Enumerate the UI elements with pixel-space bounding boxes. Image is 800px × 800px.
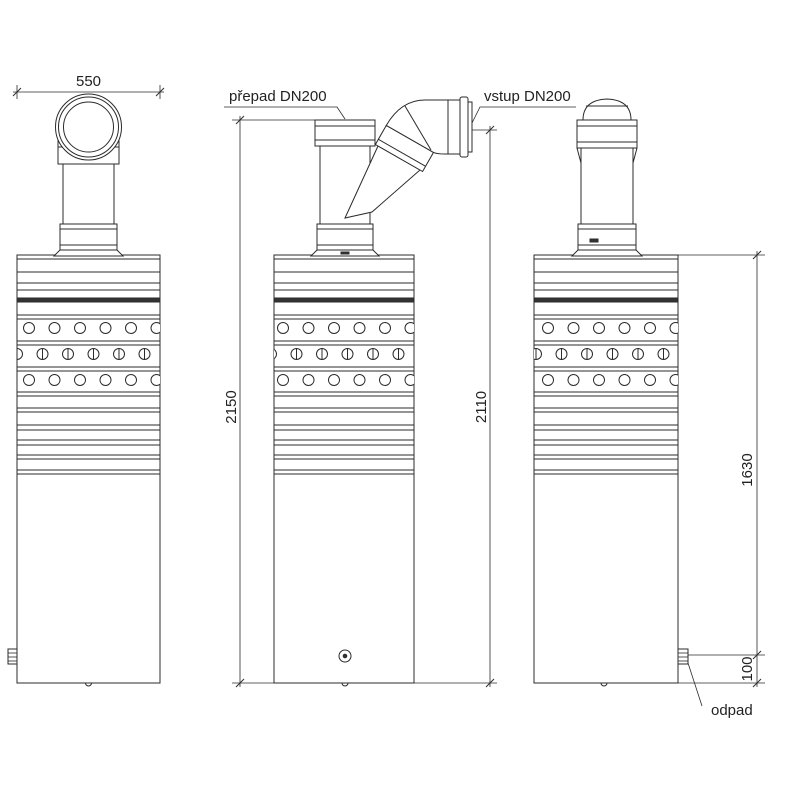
body-bands <box>17 258 160 475</box>
perforation-hole <box>48 374 61 386</box>
body-bands <box>534 258 678 475</box>
dark-band <box>534 297 678 303</box>
elbow-opening-rim <box>58 96 119 158</box>
perforation-hole <box>277 374 289 386</box>
dimension-tick <box>485 678 495 688</box>
perforation-hole <box>277 322 289 334</box>
outlet-leader-line <box>687 662 703 707</box>
flange-mark <box>340 251 350 255</box>
base-drain-mark <box>85 682 92 687</box>
inlet-end <box>467 101 473 153</box>
perforation-hole <box>150 374 160 386</box>
perforation-hole <box>274 348 277 360</box>
perforation-hole <box>302 374 315 386</box>
dimension-overflow-height-label: 2150 <box>223 390 240 423</box>
elbow-opening-outer <box>55 93 122 161</box>
perforation-hole <box>404 374 414 386</box>
perforation-hole <box>669 374 678 386</box>
perforation-hole <box>125 374 137 386</box>
perforation-hole <box>567 374 580 386</box>
dimension-tick <box>752 250 762 260</box>
body-bands <box>274 258 414 475</box>
perforation-hole <box>567 322 580 334</box>
dimension-inlet-height-label: 2110 <box>473 391 490 423</box>
dimension-tick <box>752 650 762 660</box>
dimension-tick <box>155 87 165 97</box>
perforation-hole <box>542 374 554 386</box>
pipe-flange <box>52 249 125 257</box>
perforation-hole <box>150 322 160 334</box>
perforation-hole <box>379 322 391 334</box>
perforation-hole <box>74 322 86 334</box>
pipe-socket <box>59 223 118 251</box>
inlet-flange <box>459 96 469 158</box>
dimension-tick <box>752 678 762 688</box>
outlet-label: odpad <box>711 702 753 719</box>
dimensions: 550 2150 2110 1630 100 <box>12 73 765 688</box>
elbow-seam <box>404 105 432 151</box>
perforation-hole <box>353 374 366 386</box>
dimension-body-height-label: 1630 <box>739 453 756 486</box>
outlet-center-dot <box>342 653 348 659</box>
socket-ring-line <box>378 138 426 167</box>
perforation-hole <box>644 322 656 334</box>
left-view <box>7 93 161 687</box>
elbow-opening-inner <box>63 101 114 153</box>
perforation-hole <box>99 374 112 386</box>
socket-mark <box>589 238 599 243</box>
dark-band <box>17 297 160 303</box>
outlet-stub <box>7 648 18 665</box>
base-drain-mark <box>600 682 608 687</box>
base-drain-mark <box>341 682 349 687</box>
inlet-label: vstup DN200 <box>484 88 571 105</box>
perforation-hole <box>48 322 61 334</box>
perforation-hole <box>23 374 35 386</box>
elbow-socket <box>576 119 638 149</box>
riser-pipe <box>580 147 634 227</box>
socket-shoulder-line <box>632 147 638 164</box>
perforation-hole <box>302 322 315 334</box>
perforation-hole <box>328 374 340 386</box>
perforation-hole <box>593 322 605 334</box>
perforation-hole <box>542 322 554 334</box>
riser-pipe <box>62 159 115 227</box>
perforation-hole <box>618 374 631 386</box>
pipe-flange <box>570 249 644 257</box>
middle-view <box>273 96 473 687</box>
inlet-leader-line <box>471 106 576 124</box>
dimension-outlet-height-label: 100 <box>739 656 756 681</box>
perforation-hole <box>99 322 112 334</box>
perforation-hole <box>17 348 23 360</box>
perforation-hole <box>644 374 656 386</box>
perforation-hole <box>74 374 86 386</box>
dimension-width-label: 550 <box>76 73 101 90</box>
dimension-tick <box>485 125 495 135</box>
dimension-tick <box>12 87 22 97</box>
overflow-leader-line <box>224 106 346 120</box>
perforation-hole <box>593 374 605 386</box>
perforation-hole <box>125 322 137 334</box>
callouts: přepad DN200 vstup DN200 odpad <box>224 88 753 719</box>
outlet-stub <box>677 648 689 665</box>
overflow-socket <box>314 119 376 147</box>
elbow-top <box>582 98 632 121</box>
dark-band <box>274 297 414 303</box>
perforation-hole <box>23 322 35 334</box>
perforation-hole <box>353 322 366 334</box>
perforation-hole <box>669 322 678 334</box>
pipe-socket <box>316 223 374 251</box>
perforation-hole <box>328 322 340 334</box>
socket-shoulder-line <box>576 147 582 164</box>
pipe-socket <box>577 223 637 251</box>
perforation-hole <box>379 374 391 386</box>
perforation-hole <box>618 322 631 334</box>
dimension-tick <box>235 678 245 688</box>
overflow-label: přepad DN200 <box>229 88 327 105</box>
perforation-hole <box>404 322 414 334</box>
dimension-tick <box>235 115 245 125</box>
right-view <box>533 98 689 687</box>
